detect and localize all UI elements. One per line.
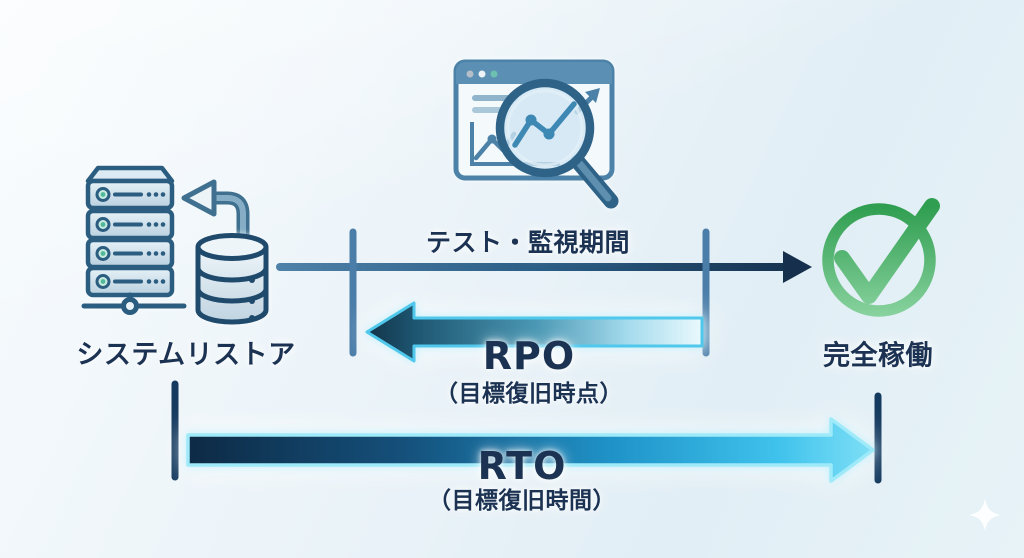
server-leds: [95, 187, 111, 289]
rpo-sub-label: （目標復旧時点）: [435, 381, 623, 407]
rto-arrow: [186, 417, 875, 483]
server-rack-icon: [81, 165, 187, 315]
network-node: [81, 292, 187, 315]
timeline-arrowhead: [783, 251, 812, 283]
monitoring-icon: [453, 59, 619, 209]
check-circle-icon: [822, 198, 940, 317]
sparkle-icon: [969, 498, 1001, 531]
test-monitor-period-label: テスト・監視期間: [425, 228, 631, 257]
rto-ticks: [171, 380, 882, 484]
magnifier-icon: [495, 78, 619, 209]
system-restore-label: システムリストア: [76, 339, 296, 371]
timeline-ticks: [349, 228, 710, 357]
rpo-label: RPO: [482, 334, 576, 378]
rto-sub-label: （目標復旧時間）: [428, 488, 616, 514]
rpo-arrow: [365, 301, 704, 363]
database-icon: [195, 233, 269, 325]
browser-dots: [466, 70, 498, 78]
rto-label: RTO: [477, 444, 567, 488]
timeline-arrow: [276, 251, 812, 283]
restore-arrow-icon: [181, 179, 250, 247]
full-operation-label: 完全稼働: [823, 340, 933, 372]
